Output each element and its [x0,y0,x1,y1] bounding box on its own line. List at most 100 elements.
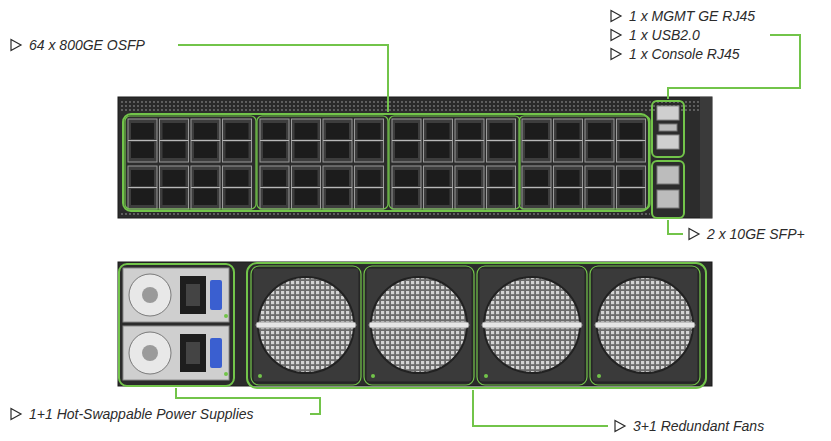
osfp-port [557,189,580,205]
osfp-cage [424,166,453,209]
osfp-port [525,142,548,158]
fan-module [479,268,585,382]
osfp-cage [191,166,220,209]
osfp-cage [128,166,157,209]
port-divider [355,187,384,188]
osfp-port [326,123,349,139]
osfp-cage [355,119,384,162]
osfp-port [557,170,580,186]
port-divider [455,140,484,141]
osfp-port [326,142,349,158]
osfp-cage [455,166,484,209]
osfp-port [295,123,318,139]
osfp-cage [617,166,646,209]
osfp-port [490,142,513,158]
fan-led [371,374,375,378]
osfp-port [557,123,580,139]
osfp-port [525,189,548,205]
fan-module [253,268,359,382]
chassis-front [118,97,712,218]
osfp-port [163,123,186,139]
highlight-psu [119,264,234,386]
osfp-port [427,189,450,205]
osfp-port [588,142,611,158]
osfp-cage [160,166,189,209]
osfp-port [620,123,643,139]
port-divider [522,140,551,141]
osfp-port [295,142,318,158]
osfp-port [295,170,318,186]
highlight-osfp-group [519,116,650,209]
psu-latch [210,338,222,368]
port-divider [323,187,352,188]
osfp-cage [260,166,289,209]
osfp-port [620,189,643,205]
highlight-osfp-group [125,116,256,209]
psu-fan [129,274,171,316]
leader-line [178,45,388,112]
port-divider [191,187,220,188]
port-divider [160,140,189,141]
port-divider [392,140,421,141]
port-divider [522,187,551,188]
fan-handle [482,322,582,328]
osfp-cage [223,119,252,162]
psu-led [224,314,228,318]
bullet-markers [11,11,699,432]
osfp-cage [487,119,516,162]
port-divider [292,140,321,141]
osfp-cage [292,166,321,209]
psu-module [123,326,229,380]
osfp-port [263,123,286,139]
fan-handle [256,322,356,328]
port-divider [260,187,289,188]
osfp-cage [355,166,384,209]
osfp-cage [487,166,516,209]
psu-inlet-socket [186,342,200,364]
psu-latch [210,280,222,310]
psu-inlet-socket [186,284,200,306]
osfp-cage [392,119,421,162]
osfp-port [395,142,418,158]
osfp-port [263,142,286,158]
osfp-port [226,123,249,139]
osfp-port [395,170,418,186]
osfp-port [358,123,381,139]
port-divider [128,187,157,188]
rj45-port [657,106,679,120]
callout-label: 1+1 Hot-Swappable Power Supplies [28,406,255,423]
highlight-fan [590,266,700,385]
port-divider [487,140,516,141]
rj45-port [657,135,679,149]
port-divider [160,187,189,188]
osfp-port [490,123,513,139]
highlight-osfp [123,114,649,211]
bullet-triangle [615,421,625,432]
osfp-port [525,123,548,139]
leader-line [668,220,683,234]
osfp-port [525,170,548,186]
osfp-port [588,123,611,139]
fan-handle [369,322,469,328]
port-divider [191,140,220,141]
osfp-port [226,189,249,205]
leader-line [668,35,800,99]
osfp-port [490,170,513,186]
port-divider [554,187,583,188]
osfp-cage [585,166,614,209]
osfp-cage [455,119,484,162]
port-divider [554,140,583,141]
highlight-fan [477,266,587,385]
osfp-cage [223,166,252,209]
callout-label: 1 x MGMT GE RJ45 [628,8,756,25]
osfp-port [358,142,381,158]
osfp-cage [617,119,646,162]
osfp-port [490,189,513,205]
sfp-port [657,190,679,208]
osfp-port [131,123,154,139]
osfp-port [226,170,249,186]
osfp-port [395,189,418,205]
bullet-triangle [611,30,621,41]
osfp-port [358,170,381,186]
